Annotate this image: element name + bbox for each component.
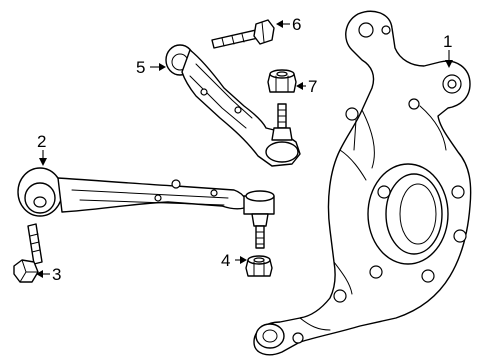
lower-nut[interactable]	[245, 255, 273, 277]
callout-1: 1	[443, 32, 453, 68]
lower-bolt[interactable]	[13, 223, 43, 283]
callout-label-5: 5	[136, 58, 145, 77]
steering-knuckle[interactable]	[253, 10, 472, 356]
callout-label-7: 7	[308, 77, 317, 96]
callout-label-4: 4	[221, 251, 230, 270]
upper-nut[interactable]	[267, 69, 297, 93]
lower-control-arm[interactable]	[17, 167, 275, 249]
callout-label-1: 1	[443, 32, 452, 51]
callout-4: 4	[221, 251, 247, 270]
callout-label-3: 3	[52, 265, 61, 284]
callout-label-6: 6	[292, 15, 301, 34]
callout-6: 6	[276, 15, 301, 34]
callout-3: 3	[36, 265, 61, 284]
callout-7: 7	[296, 77, 317, 96]
callout-label-2: 2	[37, 132, 46, 151]
callout-2: 2	[37, 132, 47, 166]
callout-5: 5	[136, 58, 166, 77]
upper-bolt[interactable]	[211, 19, 275, 49]
upper-control-arm[interactable]	[165, 44, 301, 167]
